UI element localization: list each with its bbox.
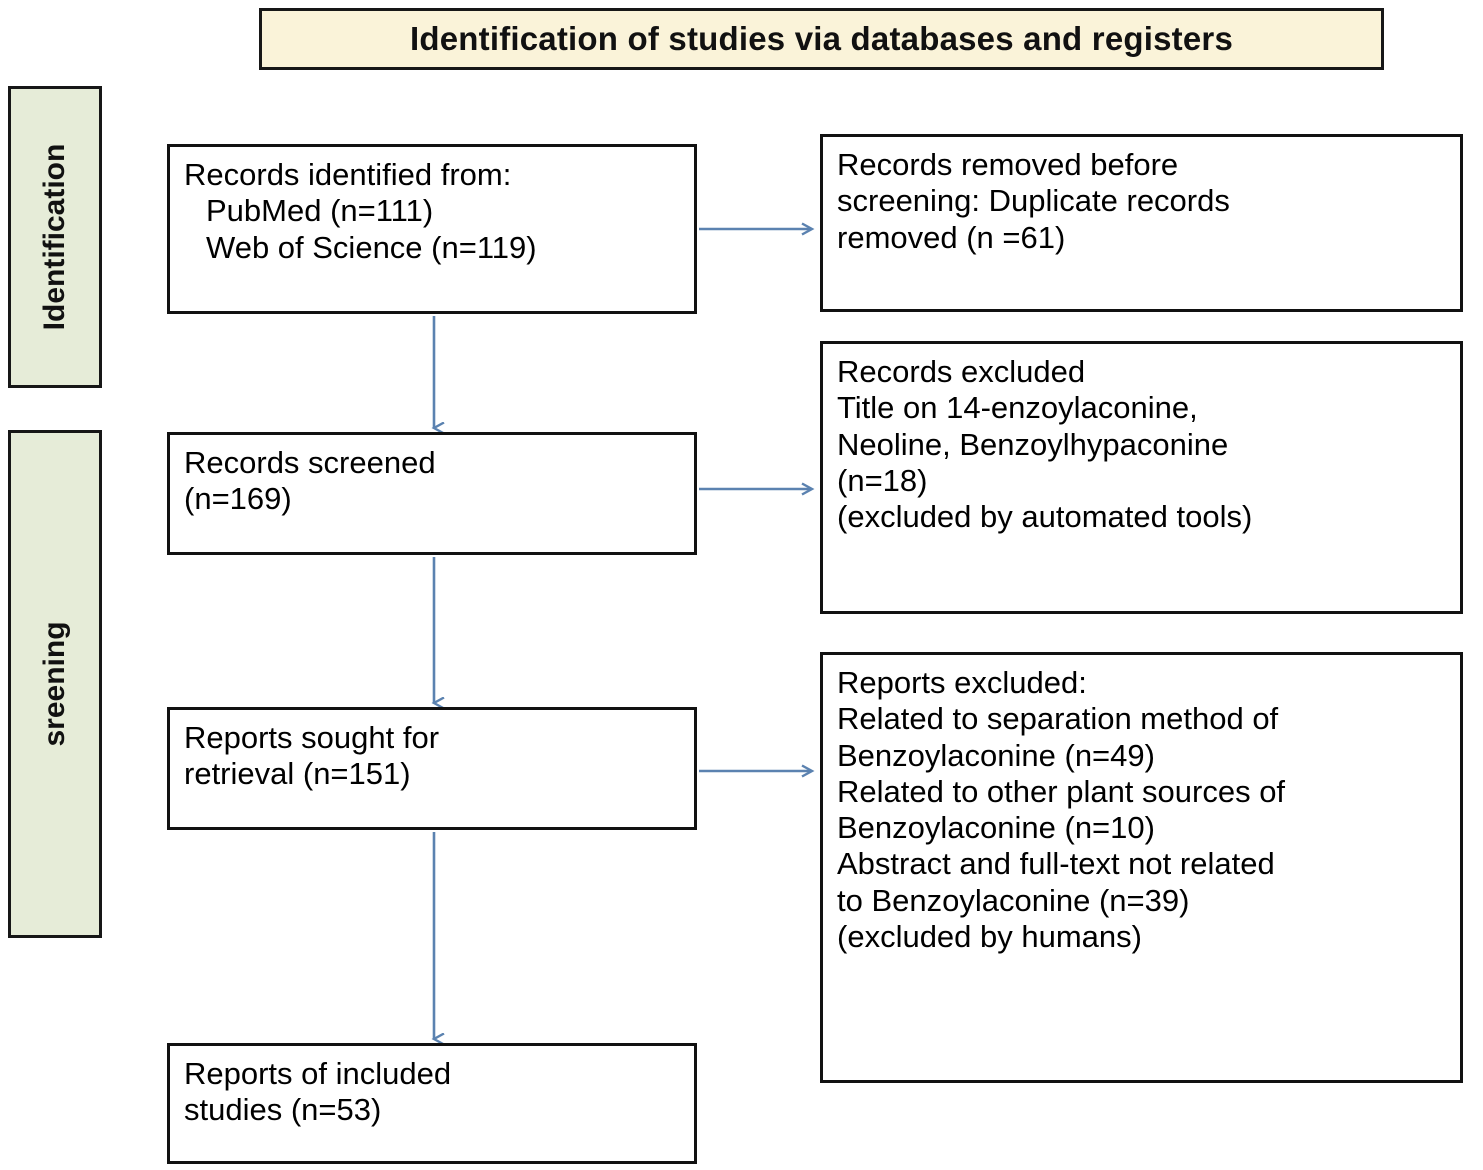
- box-reports-excluded: Reports excluded: Related to separation …: [820, 652, 1463, 1083]
- box-line: (n=18): [837, 462, 928, 498]
- box-line: Neoline, Benzoylhypaconine: [837, 426, 1229, 462]
- stage-label-screening: sreening: [8, 430, 102, 938]
- box-line: Reports excluded:: [837, 665, 1087, 700]
- stage-label-identification: Identification: [8, 86, 102, 388]
- diagram-title-banner: Identification of studies via databases …: [259, 8, 1384, 70]
- box-reports-included: Reports of included studies (n=53): [167, 1043, 697, 1164]
- stage-label-identification-text: Identification: [38, 143, 71, 331]
- box-line: (excluded by automated tools): [837, 499, 1253, 535]
- box-line: Reports sought for: [184, 720, 440, 755]
- box-line: screening: Duplicate records: [837, 183, 1230, 219]
- box-line: PubMed (n=111): [206, 193, 434, 229]
- page-title: Identification of studies via databases …: [410, 20, 1233, 57]
- box-records-screened: Records screened (n=169): [167, 432, 697, 555]
- box-line: studies (n=53): [184, 1092, 382, 1128]
- box-records-excluded: Records excluded Title on 14-enzoylaconi…: [820, 341, 1463, 614]
- stage-label-screening-text: sreening: [38, 621, 71, 747]
- box-line: Benzoylaconine (n=49): [837, 737, 1155, 773]
- box-line: Web of Science (n=119): [206, 229, 537, 265]
- box-line: Related to separation method of: [837, 701, 1279, 737]
- box-line: Records identified from:: [184, 157, 512, 192]
- box-line: Records screened: [184, 445, 436, 480]
- box-line: removed (n =61): [837, 219, 1066, 255]
- box-line: retrieval (n=151): [184, 756, 411, 792]
- box-line: Related to other plant sources of: [837, 773, 1286, 809]
- box-records-identified: Records identified from: PubMed (n=111) …: [167, 144, 697, 314]
- box-line: to Benzoylaconine (n=39): [837, 882, 1190, 918]
- box-line: Records removed before: [837, 147, 1179, 182]
- box-line: Reports of included: [184, 1056, 452, 1091]
- box-line: (excluded by humans): [837, 918, 1142, 954]
- box-records-removed: Records removed before screening: Duplic…: [820, 134, 1463, 312]
- box-reports-sought: Reports sought for retrieval (n=151): [167, 707, 697, 830]
- box-line: Records excluded: [837, 354, 1086, 389]
- box-line: Title on 14-enzoylaconine,: [837, 390, 1198, 426]
- box-line: Benzoylaconine (n=10): [837, 810, 1155, 846]
- box-line: Abstract and full-text not related: [837, 846, 1275, 882]
- box-line: (n=169): [184, 481, 292, 517]
